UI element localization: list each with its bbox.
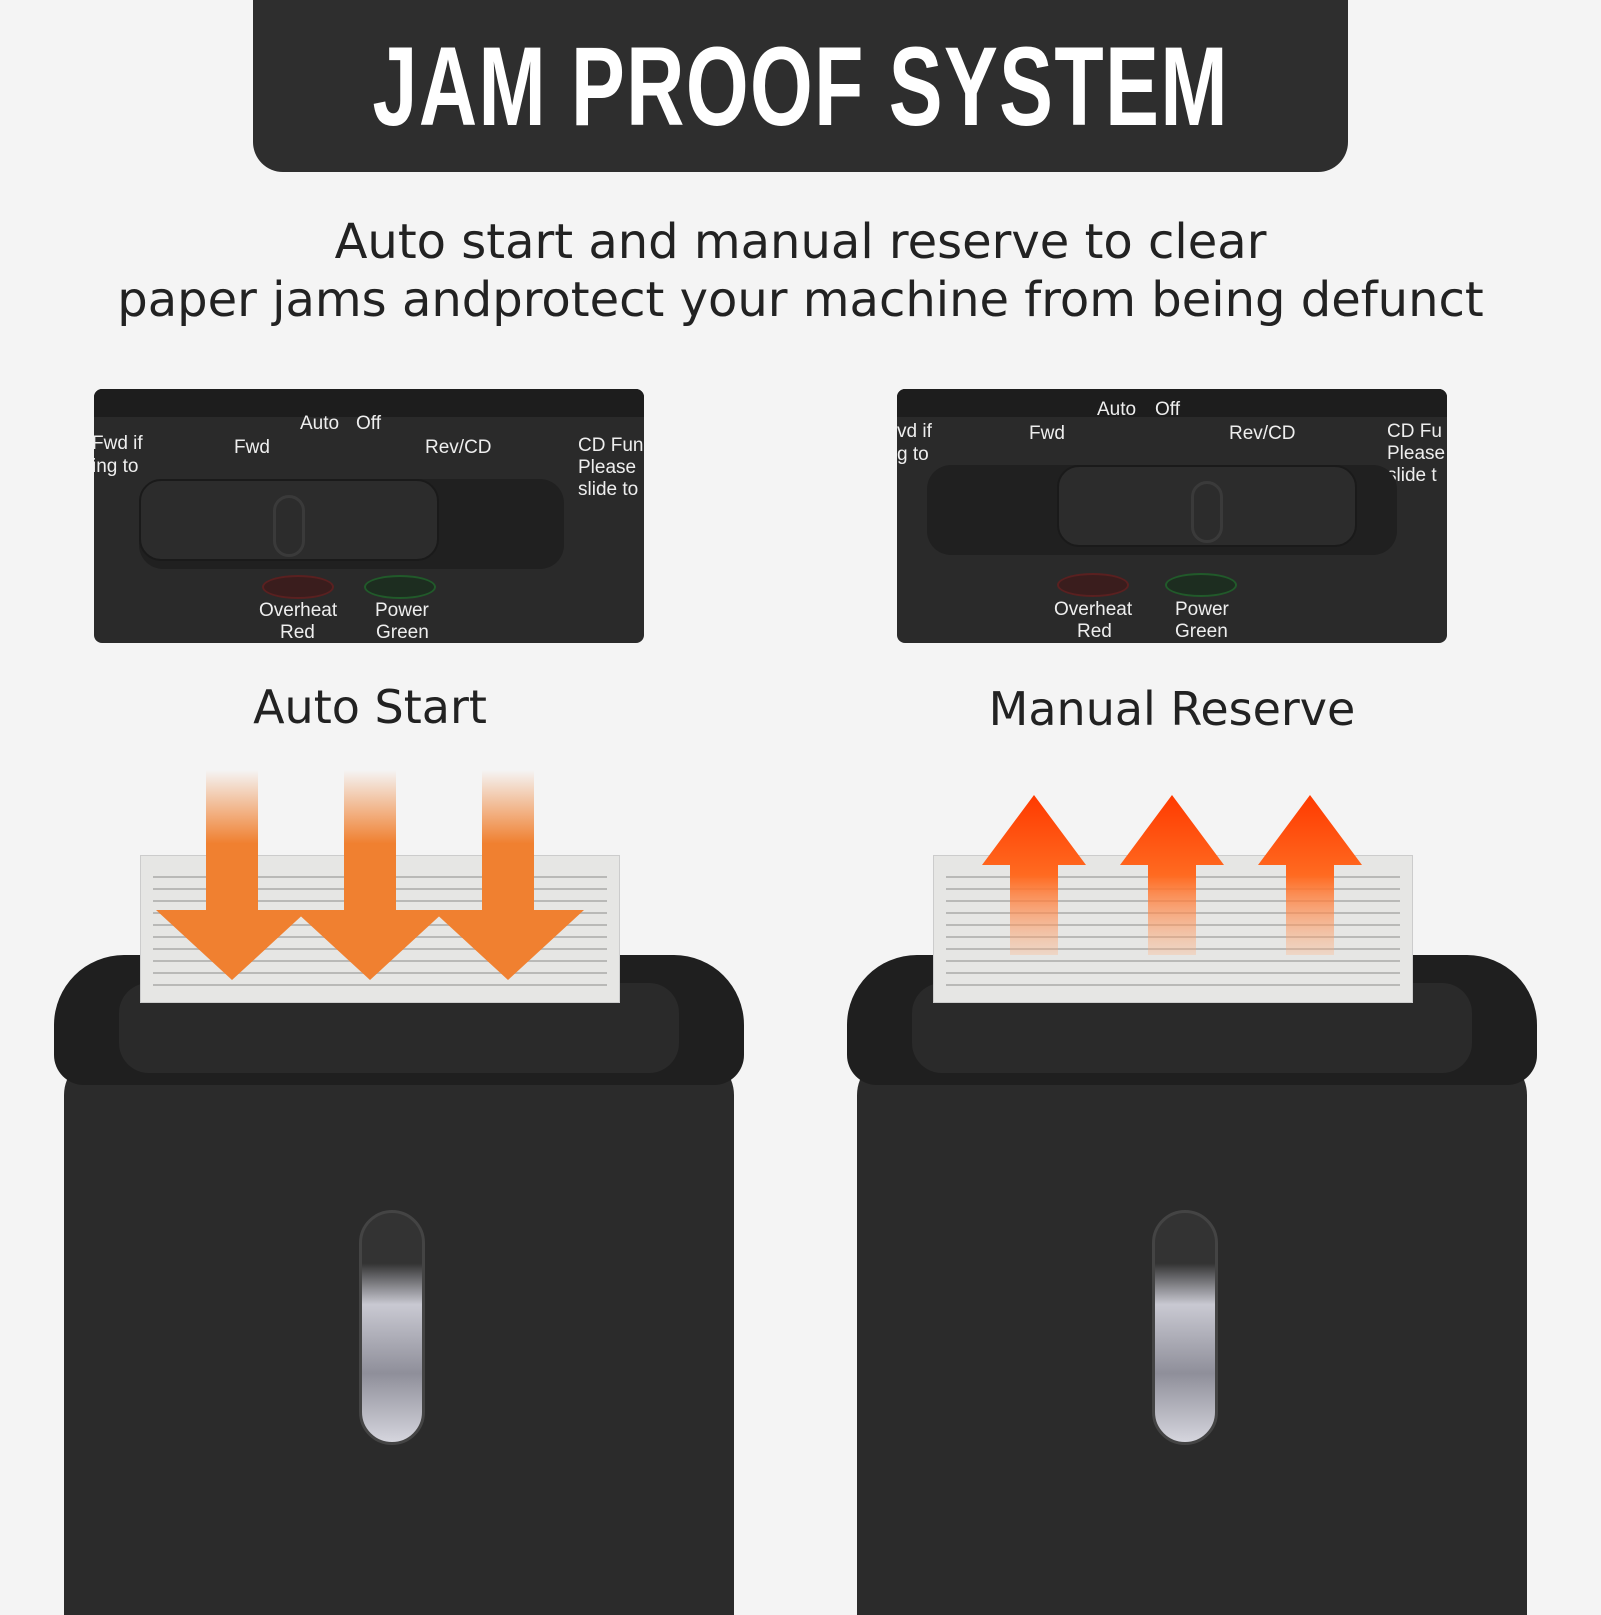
subtitle-line-1: Auto start and manual reserve to clear: [334, 214, 1267, 270]
auto-label: Auto: [1097, 399, 1137, 420]
arrow-up-icon: [1120, 795, 1224, 955]
panel-text: slide to: [578, 479, 639, 500]
power-label: Power: [375, 600, 429, 621]
page-title: JAM PROOF SYSTEM: [372, 23, 1229, 149]
caption-manual-reserve: Manual Reserve: [988, 682, 1356, 736]
panel-text: vd if: [897, 421, 932, 442]
shred-window: [1152, 1210, 1218, 1445]
overheat-led: [262, 575, 334, 599]
panel-text: CD Fu: [1387, 421, 1442, 442]
fwd-label: Fwd: [234, 437, 270, 458]
power-label: Power: [1175, 599, 1229, 620]
subtitle-line-2: paper jams andprotect your machine from …: [117, 272, 1484, 328]
overheat-label: Overheat: [1054, 599, 1133, 620]
fwd-label: Fwd: [1029, 423, 1065, 444]
control-panel-auto: Fwd if ing to Fwd Auto Off Rev/CD CD Fun…: [94, 389, 644, 643]
overheat-color-label: Red: [280, 622, 315, 643]
panel-text: g to: [897, 444, 929, 465]
overheat-led: [1057, 573, 1129, 597]
arrow-down-icon: [294, 770, 446, 980]
arrow-up-icon: [982, 795, 1086, 955]
shredder-right: [847, 955, 1537, 1615]
arrow-down-icon: [156, 770, 308, 980]
power-color-label: Green: [1175, 621, 1228, 642]
panel-text: ing to: [94, 456, 139, 477]
panel-text: CD Fun: [578, 435, 644, 456]
caption-auto-start: Auto Start: [253, 680, 487, 734]
title-banner: JAM PROOF SYSTEM: [253, 0, 1348, 172]
control-panel-manual: vd if g to Fwd Auto Off Rev/CD CD Fu Ple…: [897, 389, 1447, 643]
mode-switch[interactable]: [139, 479, 439, 561]
power-led: [364, 575, 436, 599]
panel-text: Please: [578, 457, 637, 478]
shred-window: [359, 1210, 425, 1445]
power-color-label: Green: [376, 622, 429, 643]
overheat-label: Overheat: [259, 600, 338, 621]
overheat-color-label: Red: [1077, 621, 1112, 642]
off-label: Off: [1155, 399, 1180, 420]
auto-label: Auto: [300, 413, 340, 434]
arrow-down-icon: [432, 770, 584, 980]
panel-text: Please: [1387, 443, 1446, 464]
panel-text: Fwd if: [94, 433, 143, 454]
rev-label: Rev/CD: [425, 437, 492, 458]
power-led: [1165, 573, 1237, 597]
panel-text: slide t: [1387, 465, 1437, 486]
off-label: Off: [356, 413, 381, 434]
arrow-up-icon: [1258, 795, 1362, 955]
rev-label: Rev/CD: [1229, 423, 1296, 444]
mode-switch[interactable]: [1057, 465, 1357, 547]
